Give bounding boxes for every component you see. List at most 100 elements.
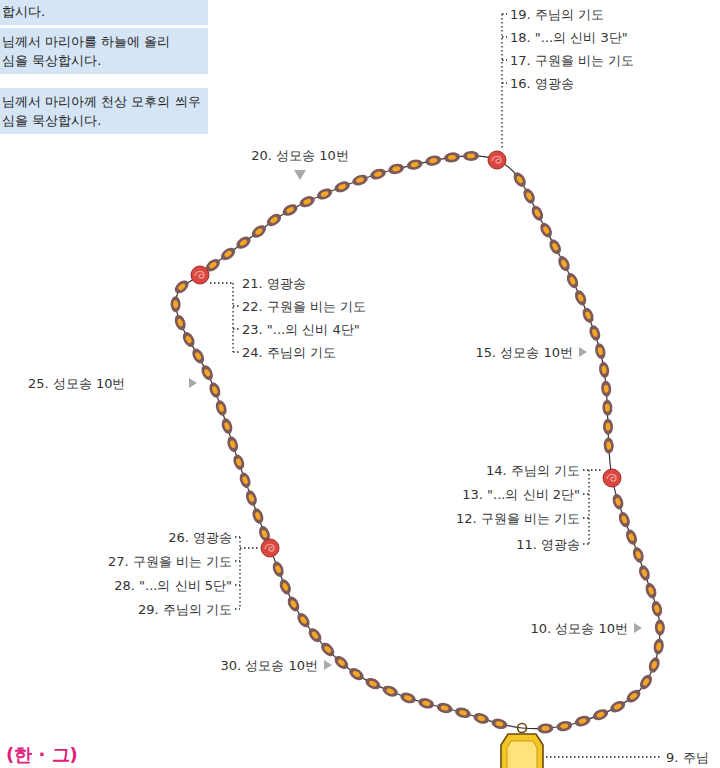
bead bbox=[238, 471, 253, 489]
bead bbox=[173, 313, 188, 332]
step-label: 30. 성모송 10번 bbox=[221, 657, 318, 674]
step-label: 11. 영광송 bbox=[516, 536, 580, 553]
step-label: 19. 주님의 기도 bbox=[510, 6, 604, 23]
bead bbox=[214, 399, 229, 417]
red-bead bbox=[191, 266, 209, 284]
bead bbox=[521, 187, 537, 206]
bead bbox=[603, 437, 614, 453]
box-text: 님께서 마리아께 천상 모후의 씌우심을 묵상합시다. bbox=[2, 92, 202, 130]
bead bbox=[637, 673, 654, 692]
bead bbox=[511, 170, 528, 189]
bead bbox=[225, 435, 239, 453]
step-label: 10. 성모송 10번 bbox=[531, 620, 628, 637]
rosary-chain bbox=[176, 156, 660, 729]
red-bead bbox=[603, 469, 621, 487]
bead bbox=[220, 417, 234, 435]
step-label: 14. 주님의 기도 bbox=[486, 462, 580, 479]
bead bbox=[219, 245, 238, 263]
bead bbox=[611, 493, 625, 511]
bead bbox=[315, 186, 334, 201]
bead bbox=[653, 638, 665, 655]
step-label: 21. 영광송 bbox=[242, 275, 306, 292]
step-label: 24. 주님의 기도 bbox=[242, 344, 336, 361]
bead bbox=[190, 347, 207, 366]
bead bbox=[333, 179, 352, 194]
bead bbox=[295, 611, 312, 630]
bead bbox=[172, 278, 191, 296]
bead bbox=[490, 717, 508, 731]
leader-lines bbox=[210, 14, 662, 757]
bead bbox=[624, 687, 643, 705]
bead bbox=[564, 271, 580, 290]
bead bbox=[306, 626, 324, 645]
step-label: 23. "...의 신비 4단" bbox=[242, 321, 360, 338]
heading-fragment: (한 · 그) bbox=[6, 744, 78, 766]
caption-box: 님께서 마리아를 하늘에 올리심을 묵상합시다. bbox=[0, 28, 208, 74]
bead bbox=[281, 202, 300, 218]
bead bbox=[436, 701, 454, 715]
red-bead-group bbox=[191, 151, 621, 557]
bead bbox=[555, 720, 573, 733]
bead bbox=[454, 706, 472, 720]
bead bbox=[472, 711, 490, 725]
bead bbox=[593, 342, 607, 360]
bead bbox=[443, 151, 460, 163]
bead bbox=[319, 640, 337, 658]
bead bbox=[278, 577, 293, 596]
bead bbox=[364, 676, 383, 692]
bead bbox=[463, 151, 479, 161]
step-label: 29. 주님의 기도 bbox=[138, 601, 232, 618]
step-label: 26. 영광송 bbox=[168, 529, 232, 546]
step-label: 22. 구원을 비는 기도 bbox=[242, 298, 366, 315]
bead bbox=[601, 380, 612, 397]
bead bbox=[234, 234, 253, 251]
step-label: 25. 성모송 10번 bbox=[28, 375, 125, 392]
step-label: 15. 성모송 10번 bbox=[476, 344, 573, 361]
step-label: 28. "...의 신비 5단" bbox=[114, 577, 232, 594]
red-bead bbox=[261, 539, 279, 557]
bead-group bbox=[170, 151, 665, 734]
bead bbox=[351, 173, 369, 188]
bead bbox=[381, 684, 400, 699]
bead bbox=[537, 723, 554, 734]
bead bbox=[406, 158, 424, 171]
bead bbox=[637, 564, 652, 582]
step-label: 12. 구원을 비는 기도 bbox=[456, 510, 580, 527]
bead bbox=[170, 296, 180, 312]
bead bbox=[580, 306, 595, 325]
bead bbox=[650, 600, 664, 618]
bead bbox=[603, 419, 613, 435]
bead bbox=[332, 653, 351, 671]
box-text: 합시다. bbox=[2, 2, 202, 21]
bead bbox=[608, 699, 627, 715]
bead bbox=[250, 223, 269, 241]
bead bbox=[591, 707, 610, 722]
pointer-triangles bbox=[189, 170, 642, 670]
bead bbox=[285, 595, 301, 614]
step-label: 16. 영광송 bbox=[510, 75, 574, 92]
bead bbox=[598, 361, 610, 378]
bead bbox=[417, 696, 435, 710]
bead bbox=[347, 665, 366, 682]
bead bbox=[529, 204, 545, 223]
bead bbox=[573, 288, 589, 307]
bead bbox=[244, 489, 259, 507]
medallion bbox=[501, 724, 543, 768]
bead bbox=[265, 211, 284, 228]
bead bbox=[587, 324, 602, 342]
bead bbox=[199, 363, 215, 382]
step-label: 18. "...의 신비 3단" bbox=[510, 29, 628, 46]
bead bbox=[231, 453, 246, 471]
step-label: 27. 구원을 비는 기도 bbox=[108, 553, 232, 570]
bead bbox=[644, 581, 659, 599]
bead bbox=[631, 546, 646, 564]
step-label: 17. 구원을 비는 기도 bbox=[510, 52, 634, 69]
bead bbox=[538, 221, 554, 240]
caption-box: 님께서 마리아께 천상 모후의 씌우심을 묵상합시다. bbox=[0, 88, 208, 134]
bead bbox=[369, 167, 387, 181]
bead bbox=[602, 399, 613, 415]
bead bbox=[655, 619, 666, 635]
bead bbox=[573, 714, 591, 728]
bead bbox=[624, 528, 639, 547]
